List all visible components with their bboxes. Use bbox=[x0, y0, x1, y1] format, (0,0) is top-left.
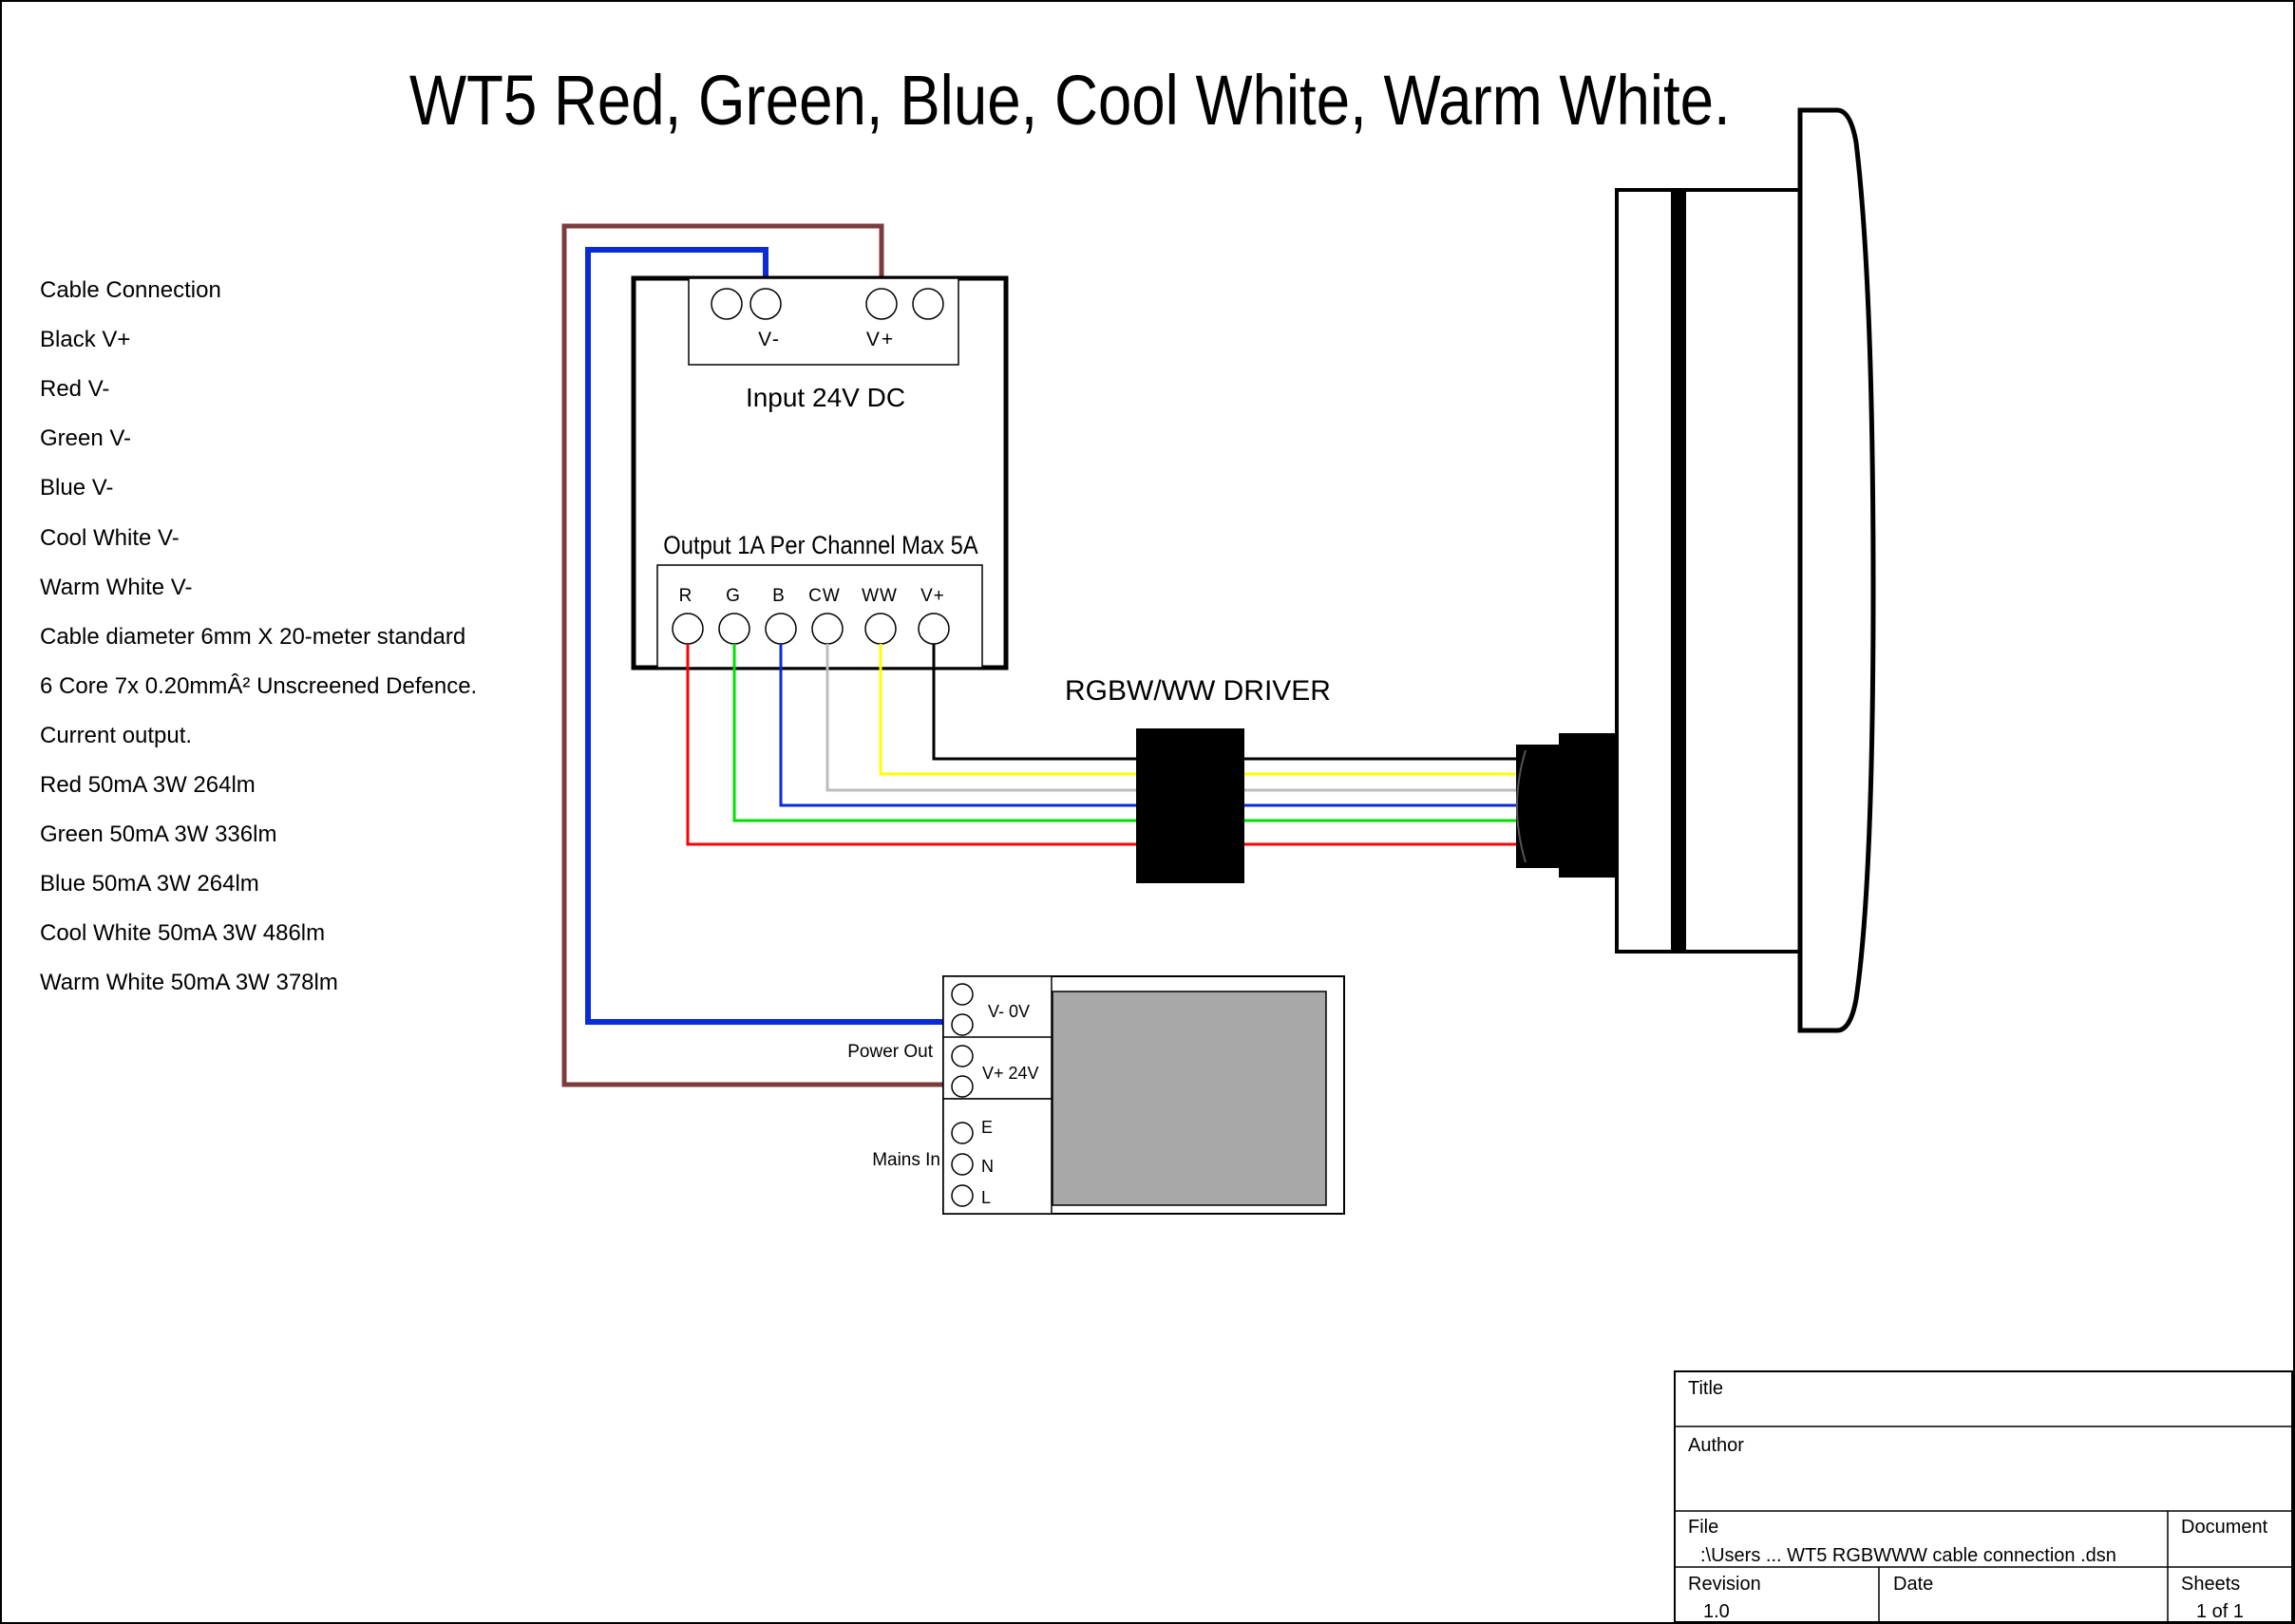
lamp-connector-curve bbox=[1516, 749, 1527, 863]
output-terminal-labels: R G B CW WW V+ bbox=[679, 586, 945, 606]
output-terminal-label: CW bbox=[808, 586, 841, 606]
title-block: Title Author File :\Users ... WT5 RGBWWW… bbox=[1674, 1370, 2293, 1623]
terminal-screw bbox=[711, 288, 743, 320]
cool-white-wire bbox=[825, 644, 1524, 792]
note-line: Cable Connection bbox=[40, 277, 221, 303]
title-block-frame bbox=[1674, 1370, 2293, 1623]
note-line: Red V- bbox=[40, 376, 109, 402]
terminal-screw bbox=[951, 1013, 974, 1036]
title-block-author-label: Author bbox=[1688, 1435, 1744, 1456]
terminal-screw bbox=[811, 613, 844, 645]
terminal-screw bbox=[865, 288, 898, 320]
led-driver: V- V+ Input 24V DC Output 1A Per Channel… bbox=[631, 275, 1009, 670]
note-line: Cool White 50mA 3W 486lm bbox=[40, 920, 325, 946]
terminal-screw bbox=[951, 1045, 974, 1067]
notes-list: Cable Connection Black V+ Red V- Green V… bbox=[40, 277, 477, 995]
black-wire bbox=[932, 644, 1524, 761]
title-block-revision-value: 1.0 bbox=[1703, 1601, 1730, 1622]
lamp-connector bbox=[1516, 745, 1562, 868]
note-line: Black V+ bbox=[40, 327, 130, 352]
title-block-date-label: Date bbox=[1893, 1574, 1933, 1595]
note-line: Blue 50mA 3W 264lm bbox=[40, 871, 259, 897]
note-line: 6 Core 7x 0.20mmÂ² Unscreened Defence. bbox=[40, 673, 477, 699]
lamp-body-band bbox=[1671, 190, 1686, 952]
output-terminal-label: B bbox=[772, 586, 786, 606]
lamp-lens bbox=[1797, 107, 1876, 1033]
lamp-fixture bbox=[1516, 107, 1876, 1033]
terminal-screw bbox=[951, 1153, 974, 1176]
psu-heatsink-panel bbox=[1052, 991, 1327, 1206]
terminal-screw bbox=[918, 613, 950, 645]
warm-white-wire bbox=[879, 644, 1524, 776]
psu-terminal-label: N bbox=[981, 1157, 994, 1176]
output-terminal-label: R bbox=[679, 586, 693, 606]
terminal-screw bbox=[951, 1075, 974, 1098]
psu-terminal-label: V+ 24V bbox=[982, 1064, 1039, 1083]
note-line: Current output. bbox=[40, 723, 192, 748]
power-out-label: Power Out bbox=[847, 1042, 933, 1062]
terminal-screw bbox=[951, 1122, 974, 1144]
note-line: Blue V- bbox=[40, 475, 113, 500]
output-terminal-label: WW bbox=[862, 586, 898, 606]
note-line: Cable diameter 6mm X 20-meter standard bbox=[40, 624, 465, 650]
output-terminal-label: G bbox=[726, 586, 741, 606]
terminal-screw bbox=[951, 1184, 974, 1207]
lamp-body bbox=[1615, 188, 1802, 954]
terminal-screw bbox=[765, 613, 797, 645]
note-line: Warm White 50mA 3W 378lm bbox=[40, 970, 338, 995]
output-wires bbox=[686, 644, 1524, 846]
input-terminal-label: V+ bbox=[866, 329, 895, 350]
title-block-revision-label: Revision bbox=[1688, 1574, 1761, 1595]
green-wire bbox=[732, 644, 1524, 822]
input-label: Input 24V DC bbox=[746, 383, 905, 412]
mains-in-label: Mains In bbox=[872, 1150, 940, 1170]
title-block-sheets-value: 1 of 1 bbox=[2196, 1601, 2244, 1622]
terminal-screw bbox=[951, 983, 974, 1006]
title-block-document-label: Document bbox=[2181, 1517, 2268, 1538]
cable-gland bbox=[1136, 728, 1244, 883]
output-terminal-label: V+ bbox=[920, 586, 945, 606]
terminal-screw bbox=[672, 613, 704, 645]
terminal-screw bbox=[749, 288, 782, 320]
driver-caption: RGBW/WW DRIVER bbox=[1065, 675, 1331, 707]
lamp-connector-flange bbox=[1559, 733, 1617, 878]
title-block-file-label: File bbox=[1688, 1517, 1718, 1538]
title-block-title-label: Title bbox=[1688, 1378, 1723, 1399]
red-wire bbox=[686, 644, 1524, 846]
title-block-file-value: :\Users ... WT5 RGBWWW cable connection … bbox=[1700, 1545, 2116, 1566]
terminal-screw bbox=[718, 613, 750, 645]
diagram-title: WT5 Red, Green, Blue, Cool White, Warm W… bbox=[409, 62, 1731, 141]
title-block-sheets-label: Sheets bbox=[2181, 1574, 2240, 1595]
psu-terminal-label: L bbox=[981, 1188, 991, 1207]
supply-positive-wire bbox=[561, 223, 952, 1087]
supply-negative-wire bbox=[585, 247, 952, 1025]
note-line: Red 50mA 3W 264lm bbox=[40, 772, 256, 798]
psu-terminal-label: E bbox=[981, 1118, 993, 1137]
power-supply: V- 0V V+ 24V E N L Power Out Mains In bbox=[847, 975, 1345, 1215]
note-line: Green V- bbox=[40, 425, 131, 451]
blue-wire bbox=[779, 644, 1524, 807]
note-line: Cool White V- bbox=[40, 525, 180, 551]
psu-terminal-label: V- 0V bbox=[988, 1002, 1030, 1021]
input-terminal-label: V- bbox=[758, 329, 781, 350]
note-line: Green 50mA 3W 336lm bbox=[40, 821, 276, 847]
output-label: Output 1A Per Channel Max 5A bbox=[663, 532, 977, 560]
note-line: Warm White V- bbox=[40, 575, 192, 600]
terminal-screw bbox=[912, 288, 944, 320]
terminal-screw bbox=[864, 613, 897, 645]
